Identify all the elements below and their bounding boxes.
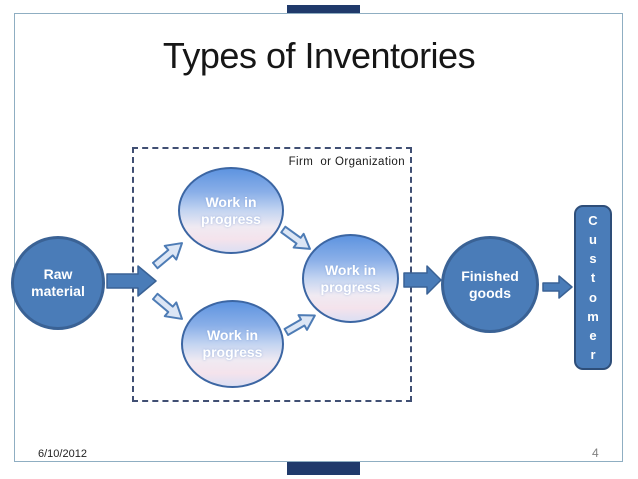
node-work-in-progress-bottom: Work in progress xyxy=(181,300,284,388)
up-right-arrow-icon xyxy=(151,242,184,270)
slide-title: Types of Inventories xyxy=(162,35,476,76)
up-right-arrow-icon xyxy=(283,314,316,337)
node-finished-goods: Finished goods xyxy=(441,236,539,333)
node-wip-top-line2: progress xyxy=(201,210,261,227)
node-finished-goods-line2: goods xyxy=(469,284,511,301)
down-right-arrow-icon xyxy=(151,292,184,320)
node-raw-material: Raw material xyxy=(11,236,105,330)
slide-frame xyxy=(14,13,623,462)
node-finished-goods-line1: Finished xyxy=(461,267,519,284)
customer-letter: s xyxy=(589,251,597,267)
node-wip-bottom-line2: progress xyxy=(202,344,263,360)
node-wip-top-line1: Work in xyxy=(205,193,257,210)
node-raw-material-line2: material xyxy=(31,283,85,299)
node-wip-center-line2: progress xyxy=(320,278,381,295)
customer-letter: u xyxy=(589,232,597,248)
customer-letter: m xyxy=(587,308,599,324)
node-customer: C u s t o m e r xyxy=(574,205,612,370)
node-work-in-progress-top: Work in progress xyxy=(178,167,284,254)
customer-letter: o xyxy=(589,289,597,305)
right-arrow-icon xyxy=(542,275,573,299)
right-arrow-icon xyxy=(403,265,442,295)
node-wip-center-line1: Work in xyxy=(324,261,377,278)
node-work-in-progress-center: Work in progress xyxy=(302,234,399,323)
node-wip-bottom-line1: Work in xyxy=(206,327,259,343)
firm-boundary-label: Firm or Organization xyxy=(288,156,405,168)
right-arrow-icon xyxy=(106,265,157,297)
customer-letter: r xyxy=(590,346,596,362)
node-raw-material-line1: Raw xyxy=(43,266,73,282)
customer-letter: t xyxy=(590,270,596,286)
footer-date: 6/10/2012 xyxy=(38,448,87,460)
customer-letter: e xyxy=(589,327,597,343)
down-right-arrow-icon xyxy=(280,225,311,250)
customer-letter: C xyxy=(588,213,598,228)
footer-page-number: 4 xyxy=(592,446,599,460)
viewer-bottom-bar xyxy=(287,462,360,475)
